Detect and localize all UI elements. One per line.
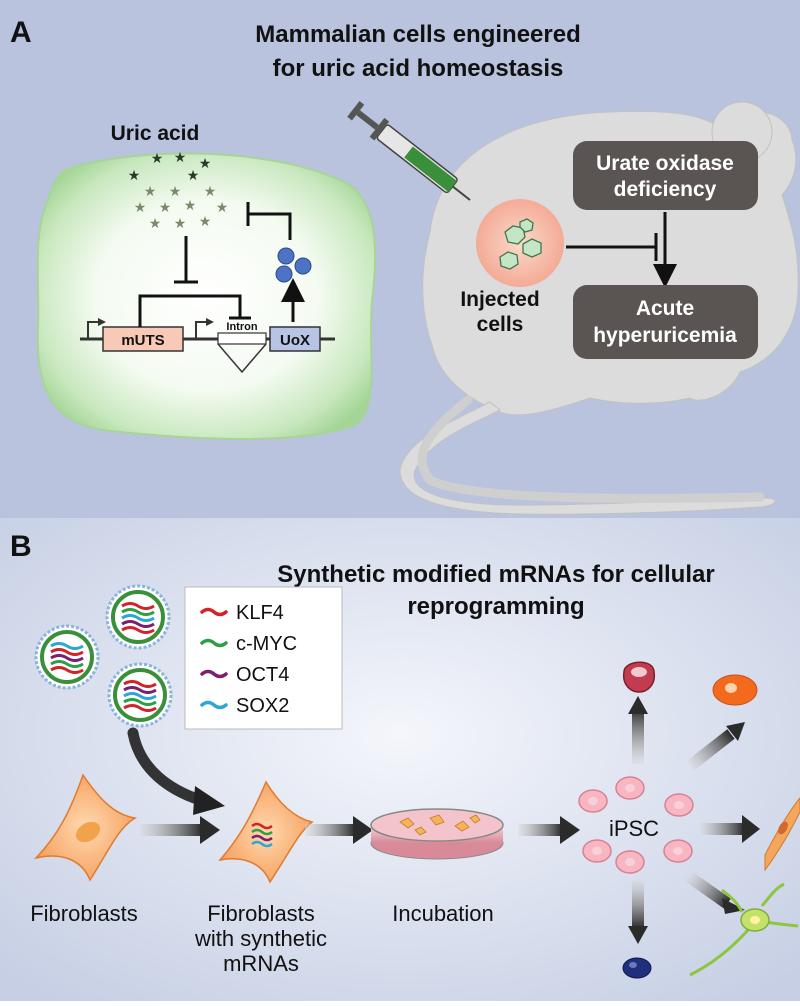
svg-text:★: ★ [134,199,147,215]
label-incubation: Incubation [392,901,494,926]
legend-label-c-myc: c-MYC [236,633,297,655]
legend-swatch-klf4 [200,607,228,617]
acute-hyperuricemia-box [573,285,758,359]
lnp-to-cell-arrow [127,727,206,806]
neuron-cell-icon [689,882,799,977]
fibroblast-with-mrna-cell [218,780,314,884]
legend-swatch-sox2 [200,700,228,710]
panel-a-title-line1: Mammalian cells engineered [255,21,580,48]
label-fib-syn-3: mRNAs [223,951,299,976]
svg-text:★: ★ [199,213,212,229]
fibroblast-cell [33,773,138,882]
svg-text:★: ★ [204,183,217,199]
svg-text:★: ★ [174,215,187,231]
cardiac-cell-icon [622,661,656,693]
legend-label-sox2: SOX2 [236,695,289,717]
label-fibroblasts: Fibroblasts [30,901,138,926]
lipid-nanoparticle-3 [107,662,173,728]
diff-arrow-upright [686,722,745,771]
spindle-cell-icon [764,797,800,872]
lipid-nanoparticle-2 [34,624,100,690]
panel-a-letter: A [10,16,32,49]
injected-label-line2: cells [477,313,524,336]
round-cell-icon [712,674,758,706]
mUTS-box [102,326,184,352]
svg-text:★: ★ [184,197,197,213]
svg-text:★: ★ [169,183,182,199]
svg-text:★: ★ [149,215,162,231]
urate-oxidase-line2: deficiency [614,178,717,201]
svg-text:★: ★ [144,183,157,199]
legend-label-klf4: KLF4 [236,602,284,624]
injected-label-line1: Injected [460,288,539,311]
svg-text:★: ★ [174,149,187,165]
uric-acid-label: Uric acid [111,122,200,145]
UoX-label: UoX [280,332,310,349]
svg-text:★: ★ [216,199,229,215]
panel-a-title-line2: for uric acid homeostasis [273,55,564,82]
arrow-fibsyn-to-incubation [305,816,373,844]
legend-swatch-c-myc [200,638,228,648]
diff-arrow-down [628,880,648,944]
injected-cells [476,199,564,287]
gene-circuit: mUTS Intron UoX [80,202,335,374]
svg-text:★: ★ [159,199,172,215]
intron-label: Intron [226,321,257,333]
svg-text:★: ★ [128,167,141,183]
intron-box [217,332,267,345]
panel-b-title-line1: Synthetic modified mRNAs for cellular [277,561,714,588]
acute-line2: hyperuricemia [593,324,737,347]
panel-b-title-line2: reprogramming [407,593,584,620]
label-fib-syn-2: with synthetic [194,926,327,951]
svg-text:★: ★ [187,167,200,183]
panel-b-letter: B [10,530,32,563]
urate-oxidase-box [573,141,758,210]
UoX-box [269,326,321,352]
svg-text:★: ★ [151,150,164,166]
diff-arrow-up [628,696,648,764]
svg-text:★: ★ [199,155,212,171]
diff-arrow-right [700,815,760,843]
legend-swatch-oct4 [200,669,228,679]
mouse-tail [417,395,765,503]
arrow-incubation-to-ipsc [518,816,580,844]
syringe-icon [347,101,471,201]
uric-acid-stars: ★ ★ ★ ★ ★ ★ ★ ★ ★ ★ ★ ★ ★ ★ ★ [128,149,229,231]
urate-oxidase-line1: Urate oxidase [596,152,734,175]
ipsc-label: iPSC [609,816,659,841]
lipid-nanoparticle-1 [105,584,171,650]
legend-label-oct4: OCT4 [236,664,289,686]
label-fib-syn-1: Fibroblasts [207,901,315,926]
petri-dish-icon [370,808,504,860]
arrow-fib-to-fibsyn [140,816,220,844]
acute-line1: Acute [636,297,694,320]
blue-cell-icon [622,957,652,979]
mUTS-label: mUTS [121,332,164,349]
